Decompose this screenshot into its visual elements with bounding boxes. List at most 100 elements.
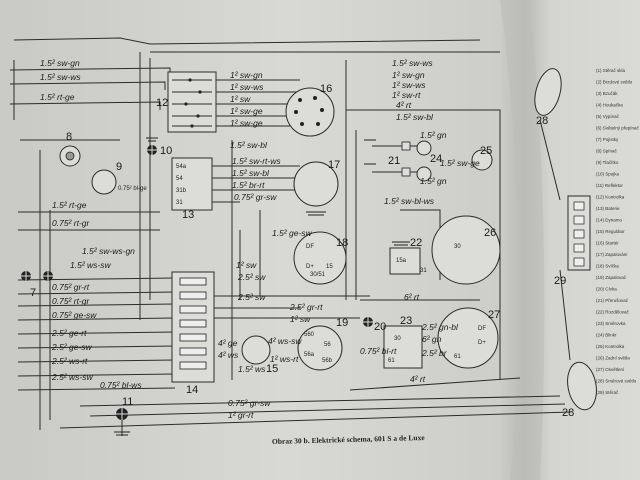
wire-label: 1² gr-rt xyxy=(228,410,254,420)
num-28-bottom: 28 xyxy=(562,407,574,419)
wire-label: 1.5² sw-gn xyxy=(40,58,80,68)
wire-label: 4² ws xyxy=(218,350,239,360)
wire-label: 1.5² sw-ge xyxy=(440,158,480,168)
component-numbers: 7 8 9 10 11 12 13 14 15 16 17 18 19 20 2… xyxy=(30,83,574,419)
num-26: 26 xyxy=(484,227,496,239)
num-17: 17 xyxy=(328,159,340,171)
lamp-10 xyxy=(147,145,157,155)
wire-label: 6² rt xyxy=(404,292,420,302)
terminal-label: 15a xyxy=(396,258,407,264)
terminal-label: 31 xyxy=(420,268,427,274)
regulator-23 xyxy=(383,325,423,369)
wire-label: 1.5² ge-sw xyxy=(272,228,313,238)
wire-label: 4² rt xyxy=(396,100,412,110)
regulator-19 xyxy=(297,325,343,371)
terminal-label: 0.75² bl-ge xyxy=(118,186,147,192)
page-gutter xyxy=(500,0,545,480)
wire-label: 1.5² sw-ws xyxy=(392,58,433,68)
legend-item: (1) Stěrač skla xyxy=(596,68,626,73)
legend-item: (12) Kontrolka xyxy=(596,195,625,200)
legend-item: (20) Cívka xyxy=(596,287,617,292)
wire-label: 1² sw-rt xyxy=(392,90,421,100)
num-24: 24 xyxy=(430,153,442,165)
wire-label: 0.75² ge-sw xyxy=(52,310,97,320)
wire-label: 1² ws-rt xyxy=(270,354,299,364)
legend-item: (28) Směrové světlo xyxy=(596,379,637,384)
switch-panel-29-keys xyxy=(573,201,585,267)
legend-item: (19) Zapalovač xyxy=(596,275,627,280)
wire-labels-right: 1.5² sw-ws 1² sw-gn 1² sw-ws 1² sw-rt 4²… xyxy=(82,58,480,420)
num-22: 22 xyxy=(410,237,422,249)
switch-15 xyxy=(241,335,271,365)
ground-symbols xyxy=(114,137,410,436)
num-23: 23 xyxy=(400,315,412,327)
num-28-top: 28 xyxy=(536,115,548,127)
horn-24-upper xyxy=(416,140,432,156)
wire-label: 1² sw-ge xyxy=(230,106,263,116)
terminal-label: DF xyxy=(306,244,314,250)
wire-label: 1.5² gn xyxy=(420,130,447,140)
terminal-label: 30/51 xyxy=(310,272,326,278)
wire-label: 6² gn xyxy=(422,334,442,344)
terminal-label: 30 xyxy=(454,244,461,250)
legend-item: (4) Houkačka xyxy=(596,103,623,108)
wire-label: 0.75² rt-gr xyxy=(52,296,90,306)
wire-label: 1² sw xyxy=(230,94,251,104)
num-7: 7 xyxy=(30,287,36,299)
legend-item: (17) Zapalování xyxy=(596,252,628,257)
legend-item: (21) Přerušovač xyxy=(596,298,629,303)
switch-block-12-contacts xyxy=(172,78,300,128)
terminal-label: D+ xyxy=(478,340,486,346)
num-11: 11 xyxy=(122,396,133,408)
terminal-label: 30 xyxy=(394,336,401,342)
lamp-7-left xyxy=(21,271,31,281)
wire-label: 4² ws-sw xyxy=(268,336,302,346)
wire-label: 4² ge xyxy=(218,338,238,348)
num-20: 20 xyxy=(374,321,386,333)
num-29: 29 xyxy=(554,275,566,287)
wire-bundle-top xyxy=(9,37,500,430)
wire-label: 1² sw xyxy=(236,260,257,270)
lamp-11 xyxy=(116,408,128,436)
wire-label: 1² sw-ge xyxy=(230,118,263,128)
legend-item: (24) Blinkr xyxy=(596,333,617,338)
legend-item: (2) Brzdové světlo xyxy=(596,80,633,85)
num-19: 19 xyxy=(336,317,348,329)
terminal-label: 56a xyxy=(304,352,315,358)
legend-item: (25) Kontrolka xyxy=(596,344,625,349)
wire-label: 0.75² gr-sw xyxy=(228,398,271,408)
terminal-label: 31 xyxy=(176,200,183,206)
terminal-label: 56 xyxy=(324,342,331,348)
wire-label: 2.5² gn-bl xyxy=(421,322,459,332)
num-12: 12 xyxy=(156,97,168,109)
figure-caption: Obraz 30 b. Elektrické schema, 601 S a d… xyxy=(272,433,426,446)
wire-label: 1.5² sw-bl xyxy=(396,112,434,122)
terminal-label: D+ xyxy=(306,264,314,270)
legend-item: (7) Pojistky xyxy=(596,137,619,142)
legend-item: (9) Tlačítko xyxy=(596,160,619,165)
wire-label: 1² sw-gn xyxy=(230,70,263,80)
wire-right xyxy=(539,119,571,361)
fuse-block-14-fuses xyxy=(179,277,207,370)
wire-label: 1.5² sw-bl xyxy=(232,168,270,178)
terminal-label: 61 xyxy=(388,358,395,364)
wire-label: 2.5² gr-rt xyxy=(289,302,323,312)
wire-label: 1.5² sw-ws-gn xyxy=(82,246,135,256)
wire-bundle-left xyxy=(17,277,571,429)
wire-label: 2.5² sw xyxy=(237,272,266,282)
light-28-top xyxy=(534,68,562,116)
connector-9 xyxy=(91,169,117,195)
wire-label: 4² rt xyxy=(410,374,426,384)
wire-label: 1² sw-gn xyxy=(392,70,425,80)
legend-item: (11) Reflektor xyxy=(596,183,623,188)
terminal-label: 31b xyxy=(176,188,187,194)
legend-item: (16) Startér xyxy=(596,241,619,246)
num-13: 13 xyxy=(182,209,194,221)
wire-labels-left: 1.5² sw-gn 1.5² sw-ws 1.5² rt-ge 1.5² rt… xyxy=(40,58,97,382)
legend-item: (5) Vypínač xyxy=(596,114,620,119)
wire-label: 1.5² gn xyxy=(420,176,447,186)
legend-item: (3) Bzučák xyxy=(596,91,618,96)
legend-item: (22) Rozdělovač xyxy=(596,310,630,315)
legend-item: (29) Stěrač xyxy=(596,390,619,395)
